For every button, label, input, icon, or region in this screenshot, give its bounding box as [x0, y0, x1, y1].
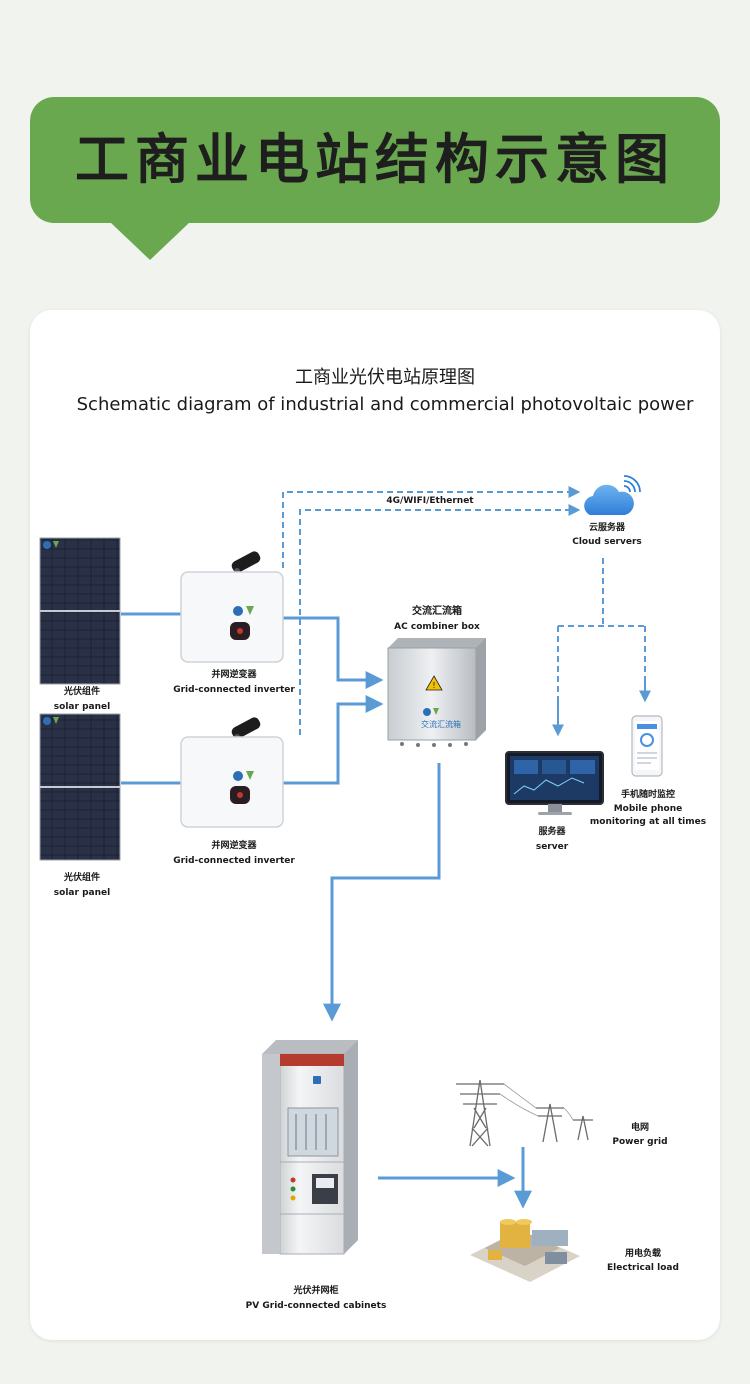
inverter-1 [180, 551, 284, 663]
wifi-dongle-icon [231, 551, 261, 574]
grid-label-en: Power grid [612, 1137, 667, 1147]
wifi-icon [623, 475, 641, 493]
server-monitor-icon [505, 751, 604, 815]
title-banner: 工商业电站结构示意图 [30, 97, 720, 223]
brand-logo-icon [43, 717, 59, 725]
solar-panel-1 [39, 537, 121, 685]
diagram-title-en: Schematic diagram of industrial and comm… [77, 394, 694, 415]
load-label-cn: 用电负载 [624, 1247, 661, 1259]
inverter-2 [180, 717, 284, 828]
load-label-en: Electrical load [607, 1263, 679, 1273]
panel-1-label-en: solar panel [54, 702, 110, 712]
combiner-label-cn: 交流汇流箱 [412, 604, 462, 617]
cabinet-label-en: PV Grid-connected cabinets [246, 1301, 387, 1311]
svg-text:!: ! [432, 681, 435, 690]
banner-pointer [110, 222, 190, 260]
diagram-card [30, 310, 720, 1340]
power-links [121, 612, 532, 1209]
network-links [282, 486, 646, 735]
diagram-title-cn: 工商业光伏电站原理图 [295, 367, 475, 388]
mobile-label-en-2: monitoring at all times [590, 817, 706, 827]
inverter-2-label-en: Grid-connected inverter [173, 856, 295, 866]
inverter-1-label-en: Grid-connected inverter [173, 685, 295, 695]
warning-icon: ! [425, 675, 443, 691]
pv-grid-cabinet [262, 1040, 358, 1255]
panel-2-label-cn: 光伏组件 [63, 871, 100, 883]
cloud-icon [584, 484, 634, 515]
factory-load-icon [470, 1219, 580, 1282]
panel-2-label-en: solar panel [54, 888, 110, 898]
inverter-1-label-cn: 并网逆变器 [211, 668, 257, 680]
network-label: 4G/WIFI/Ethernet [386, 496, 474, 506]
cloud-label-en: Cloud servers [572, 537, 642, 547]
banner-title: 工商业电站结构示意图 [75, 128, 675, 191]
grid-label-cn: 电网 [631, 1121, 649, 1133]
power-grid-icon [456, 1079, 593, 1147]
brand-logo-icon [43, 541, 59, 549]
ac-combiner-box: ! 交流汇流箱 [387, 638, 486, 747]
inverter-2-label-cn: 并网逆变器 [211, 839, 257, 851]
mobile-label-en-1: Mobile phone [614, 804, 683, 814]
server-label-en: server [536, 842, 569, 852]
mobile-phone-icon [631, 715, 663, 777]
solar-panel-2 [39, 713, 121, 861]
combiner-device-text: 交流汇流箱 [421, 719, 461, 729]
combiner-label-en: AC combiner box [394, 622, 480, 632]
panel-1-label-cn: 光伏组件 [63, 685, 100, 697]
cloud-label-cn: 云服务器 [589, 521, 626, 533]
mobile-label-cn: 手机随时监控 [621, 788, 675, 800]
cabinet-label-cn: 光伏并网柜 [292, 1284, 338, 1296]
server-label-cn: 服务器 [538, 825, 566, 837]
